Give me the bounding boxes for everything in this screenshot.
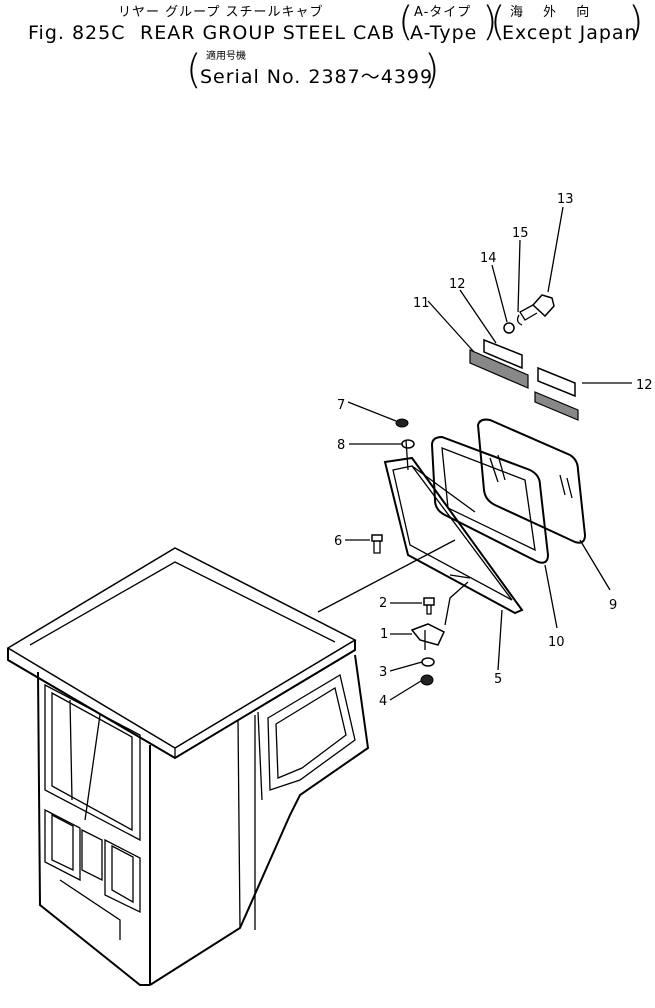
type-paren-open: ( [398, 0, 414, 45]
rubber-seal-10 [430, 435, 550, 564]
callout-8: 8 [337, 438, 345, 453]
region-japanese: 海 外 向 [510, 5, 591, 20]
title-english: REAR GROUP STEEL CAB [140, 22, 396, 44]
serial-japanese: 適用号機 [206, 51, 246, 62]
type-japanese: A-タイプ [414, 5, 472, 20]
callout-labels: 1 2 3 4 5 6 7 8 9 10 11 12 12 13 14 15 [334, 192, 653, 709]
region-english: Except Japan [502, 22, 638, 44]
glass-9 [476, 418, 587, 544]
figure-number: Fig. 825C [28, 22, 126, 44]
callout-10: 10 [548, 635, 565, 650]
callout-13: 13 [557, 192, 574, 207]
type-paren-close: ) [482, 0, 498, 45]
callout-7: 7 [337, 398, 345, 413]
callout-6: 6 [334, 534, 342, 549]
leader-cab [317, 539, 456, 613]
callout-12-upper: 12 [449, 277, 466, 292]
callout-3: 3 [379, 665, 387, 680]
serial-number: Serial No. 2387～4399 [200, 66, 434, 88]
hardware-fasteners [371, 418, 469, 686]
callout-14: 14 [480, 251, 497, 266]
region-paren-close: ) [628, 0, 644, 45]
callout-1: 1 [380, 627, 388, 642]
region-paren-open: ( [490, 0, 506, 45]
steel-cab [6, 547, 370, 986]
callout-11: 11 [413, 296, 430, 311]
serial-paren-open: ( [186, 47, 202, 93]
callout-12-right: 12 [636, 378, 653, 393]
callout-2: 2 [379, 596, 387, 611]
pad-11-12 [469, 338, 579, 421]
bolt-13-assembly [503, 294, 555, 334]
leader-lines [345, 206, 632, 701]
window-frame-5 [383, 456, 524, 615]
type-english: A-Type [410, 22, 478, 44]
callout-4: 4 [379, 694, 387, 709]
callout-5: 5 [494, 672, 502, 687]
callout-15: 15 [512, 226, 529, 241]
title-japanese: リヤー グループ スチールキャブ [118, 5, 324, 20]
callout-9: 9 [609, 598, 617, 613]
serial-paren-close: ) [424, 47, 440, 93]
